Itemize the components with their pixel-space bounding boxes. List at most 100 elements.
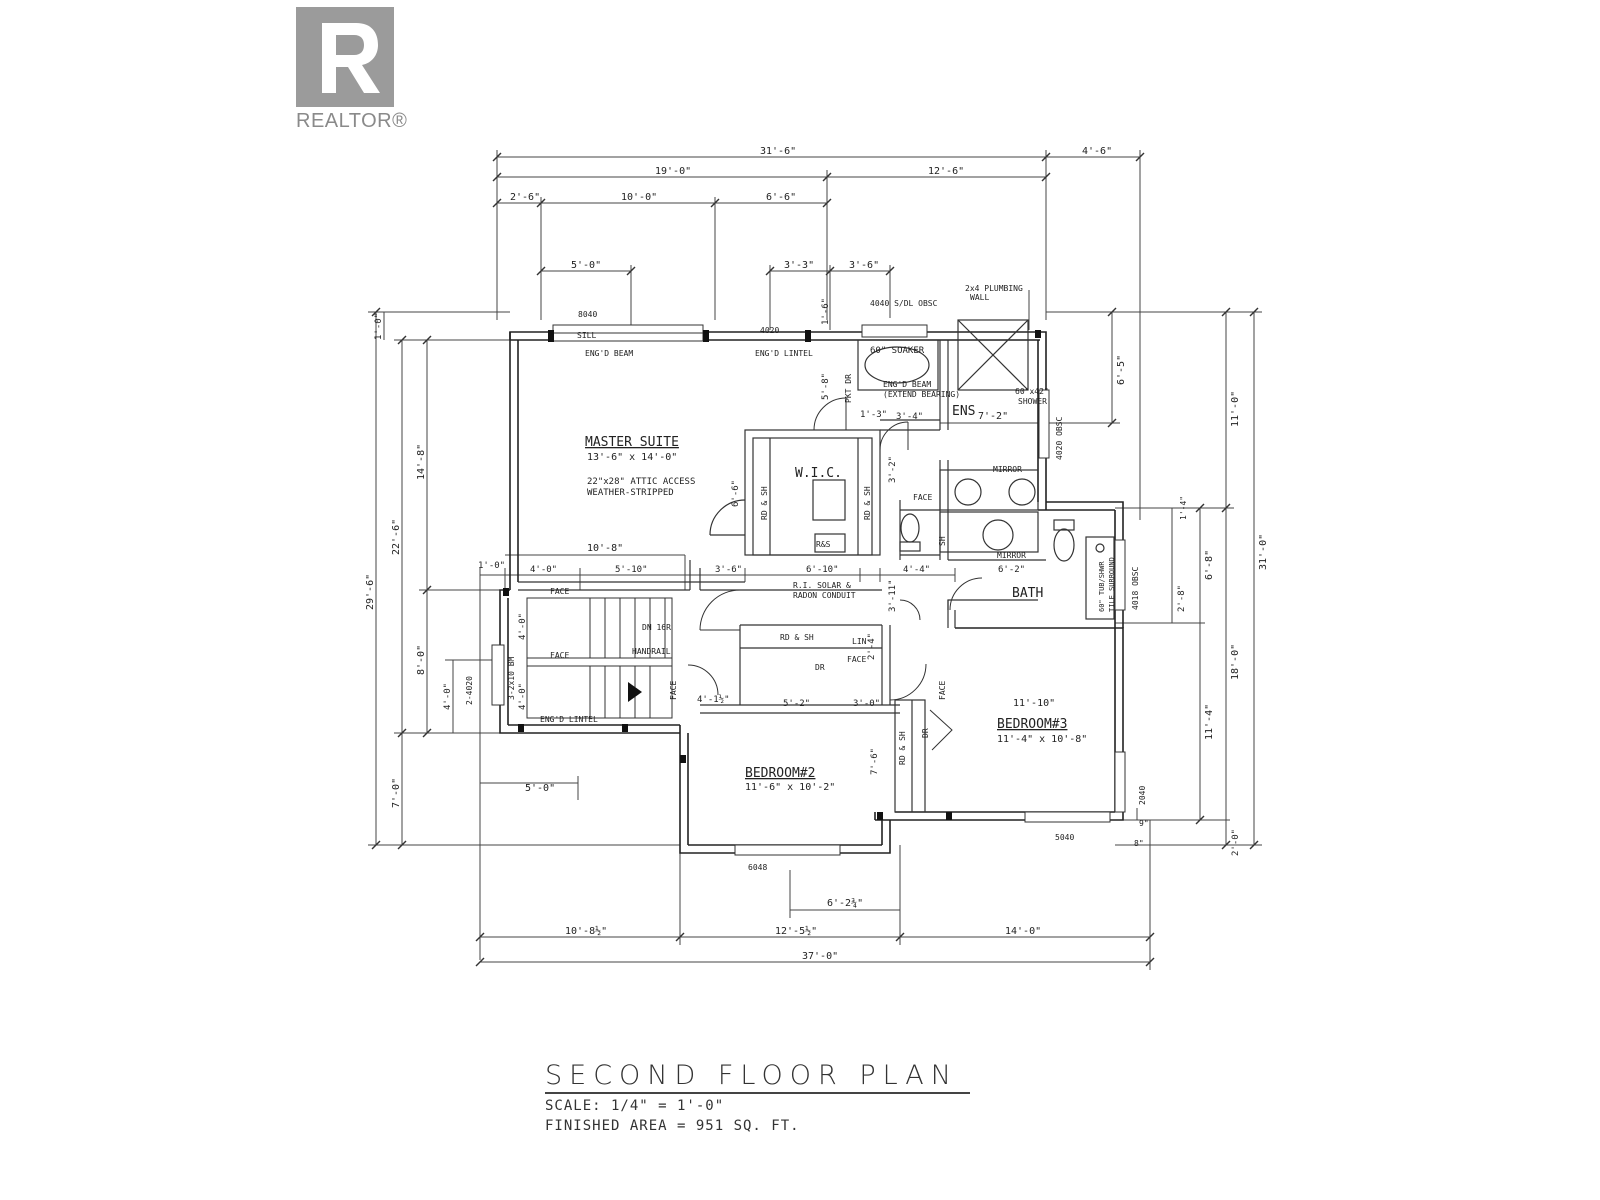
note-bm: 3-2x10 BM	[507, 656, 516, 700]
note-engd-beam: ENG'D BEAM	[585, 349, 633, 358]
dim-bottom-12: 12'-5½"	[775, 925, 817, 937]
room-bath-name: BATH	[1012, 586, 1043, 601]
dim-1-0-row: 1'-0"	[478, 561, 505, 571]
plan-finished-area: FINISHED AREA = 951 SQ. FT.	[545, 1118, 800, 1134]
dim-left-1-0: 1'-0"	[374, 313, 384, 340]
note-solar-1: R.I. SOLAR &	[793, 581, 851, 590]
note-plumbing-2: WALL	[970, 293, 989, 302]
note-tub-1: 60" TUB/SHWR	[1098, 561, 1106, 612]
note-solar-2: RADON CONDUIT	[793, 591, 856, 600]
note-pkt-dr: PKT DR	[844, 374, 853, 403]
staircase	[526, 597, 673, 719]
note-window-ens: 4020 OBSC	[1055, 416, 1064, 460]
note-rs: R&S	[816, 540, 831, 549]
title-block: SECOND FLOOR PLAN SCALE: 1/4" = 1'-0" FI…	[545, 1060, 970, 1134]
interior-walls	[518, 340, 1046, 813]
dim-3-11: 3'-11"	[888, 579, 898, 612]
dimension-lines	[368, 150, 1262, 970]
dim-top-10: 10'-0"	[621, 192, 657, 203]
note-mirror-2: MIRROR	[997, 551, 1026, 560]
note-window-bath: 4018 OBSC	[1131, 566, 1140, 610]
dim-top-right: 4'-6"	[1082, 146, 1112, 157]
note-handrail: HANDRAIL	[632, 647, 671, 656]
dim-bottom-overall: 37'-0"	[802, 951, 838, 962]
dim-5-8: 5'-8"	[821, 373, 831, 400]
dim-top-2-6: 2'-6"	[510, 192, 540, 203]
dim-7-6: 7'-6"	[870, 748, 880, 775]
dim-1-6: 1'-6"	[821, 298, 831, 325]
dim-left-7-0: 7'-0"	[391, 778, 402, 808]
note-sill: SILL	[577, 331, 596, 340]
dim-6-6: 6'-6"	[731, 480, 741, 507]
note-window-bed3-bottom: 5040	[1055, 833, 1074, 842]
dim-left-14-8: 14'-8"	[416, 444, 427, 480]
note-rd-sh-bed2: RD & SH	[898, 731, 907, 765]
note-soaker: 60" SOAKER	[870, 346, 925, 356]
note-window-stair: 2-4020	[465, 676, 474, 705]
realtor-wordmark: REALTOR®	[296, 110, 408, 132]
note-attic-1: 22"x28" ATTIC ACCESS	[587, 477, 695, 487]
note-rd-sh-wic-left: RD & SH	[760, 486, 769, 520]
dim-bottom-14: 14'-0"	[1005, 926, 1041, 937]
note-dr-hall: DR	[815, 663, 825, 672]
dim-6-2-3-4: 6'-2¾"	[827, 897, 863, 909]
dim-top-19: 19'-0"	[655, 166, 691, 177]
dim-11-10: 11'-10"	[1013, 698, 1055, 709]
dim-4-1-2: 4'-1½"	[697, 694, 730, 705]
room-master-suite-size: 13'-6" x 14'-0"	[587, 452, 677, 463]
note-engd-beam-2: ENG'D BEAM	[883, 380, 931, 389]
note-window-bed2: 6048	[748, 863, 767, 872]
room-bedroom3-size: 11'-4" x 10'-8"	[997, 734, 1087, 745]
note-extend-bearing: (EXTEND BEARING)	[883, 390, 960, 399]
bathroom-fixtures	[812, 319, 1115, 620]
dim-7-2: 7'-2"	[978, 411, 1008, 422]
note-attic-2: WEATHER-STRIPPED	[587, 488, 674, 498]
room-master-suite-name: MASTER SUITE	[585, 435, 679, 450]
plan-title: SECOND FLOOR PLAN	[545, 1060, 958, 1091]
note-face-bed3: FACE	[938, 681, 947, 700]
dim-right-8: 8"	[1134, 839, 1144, 848]
dim-right-2-8: 2'-8"	[1177, 585, 1187, 612]
room-ens-name: ENS	[952, 404, 975, 419]
dim-left-8-0: 8'-0"	[416, 645, 427, 675]
note-window-bed3-side: 2040	[1138, 786, 1147, 805]
dim-6-2: 6'-2"	[998, 565, 1025, 575]
note-dr-bed2: DR	[921, 728, 930, 738]
dim-4-0-row: 4'-0"	[530, 565, 557, 575]
dim-stair-4-0b: 4'-0"	[518, 683, 528, 710]
note-tub-2: TILE SURROUND	[1108, 557, 1116, 612]
note-shower-2: SHOWER	[1018, 397, 1047, 406]
dim-6-10: 6'-10"	[806, 565, 839, 575]
note-face-stair-left: FACE	[550, 651, 569, 660]
dim-5-10: 5'-10"	[615, 565, 648, 575]
dimension-ticks	[371, 152, 1259, 967]
dim-top-3-3: 3'-3"	[784, 260, 814, 271]
dim-3-2: 3'-2"	[888, 456, 898, 483]
dim-right-18-0: 18'-0"	[1230, 644, 1241, 680]
dim-right-9: 9"	[1139, 819, 1149, 828]
note-rd-sh-wic-right: RD & SH	[863, 486, 872, 520]
room-wic-name: W.I.C.	[795, 466, 842, 481]
plan-scale: SCALE: 1/4" = 1'-0"	[545, 1098, 725, 1114]
room-bedroom2-size: 11'-6" x 10'-2"	[745, 782, 835, 793]
dim-5-0b: 5'-0"	[525, 783, 555, 794]
dim-10-8: 10'-8"	[587, 543, 623, 554]
note-face-hall: FACE	[847, 655, 866, 664]
dim-2-4: 2'-4"	[867, 633, 877, 660]
note-shower-1: 60"x42"	[1015, 387, 1049, 396]
note-face-ens: FACE	[913, 493, 932, 502]
windows	[491, 324, 1126, 856]
realtor-r-icon	[296, 7, 394, 107]
door-swings	[687, 397, 983, 751]
dim-top-5: 5'-0"	[571, 260, 601, 271]
dim-top-6-6: 6'-6"	[766, 192, 796, 203]
dim-stair-4-0a: 4'-0"	[518, 613, 528, 640]
dim-left-22-6: 22'-6"	[391, 519, 402, 555]
dim-right-11-0: 11'-0"	[1230, 391, 1241, 427]
dim-top-12: 12'-6"	[928, 166, 964, 177]
dim-left-29-6: 29'-6"	[365, 574, 376, 610]
dim-4-4: 4'-4"	[903, 565, 930, 575]
note-lin: LIN	[852, 637, 867, 646]
title-underline	[545, 1092, 970, 1094]
